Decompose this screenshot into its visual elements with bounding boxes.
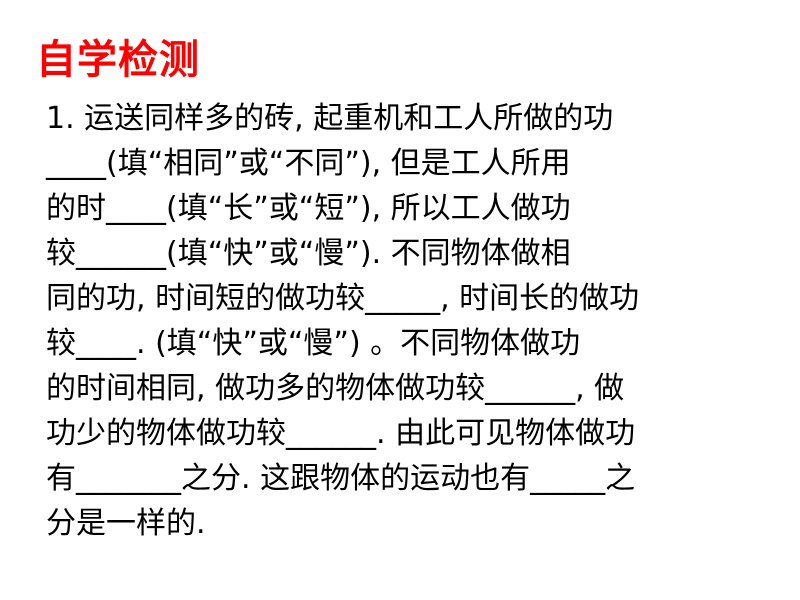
text-line-6: 较____. (填“快”或“慢”) 。不同物体做功 — [46, 326, 581, 361]
text-line-7: 的时间相同, 做功多的物体做功较______, 做 — [46, 371, 625, 406]
text-line-5: 同的功, 时间短的做功较_____, 时间长的做功 — [46, 281, 640, 316]
slide-title: 自学检测 — [36, 37, 200, 83]
text-line-9: 有_______之分. 这跟物体的运动也有_____之 — [46, 461, 636, 496]
text-line-3: 的时____(填“长”或“短”), 所以工人做功 — [46, 191, 571, 226]
question-text: 1. 运送同样多的砖, 起重机和工人所做的功 ____(填“相同”或“不同”),… — [46, 96, 746, 546]
text-line-10: 分是一样的. — [46, 506, 206, 541]
text-line-2: ____(填“相同”或“不同”), 但是工人所用 — [46, 146, 571, 181]
text-line-4: 较______(填“快”或“慢”). 不同物体做相 — [46, 236, 571, 271]
text-line-1: 1. 运送同样多的砖, 起重机和工人所做的功 — [46, 101, 614, 136]
text-line-8: 功少的物体做功较______. 由此可见物体做功 — [46, 416, 636, 451]
